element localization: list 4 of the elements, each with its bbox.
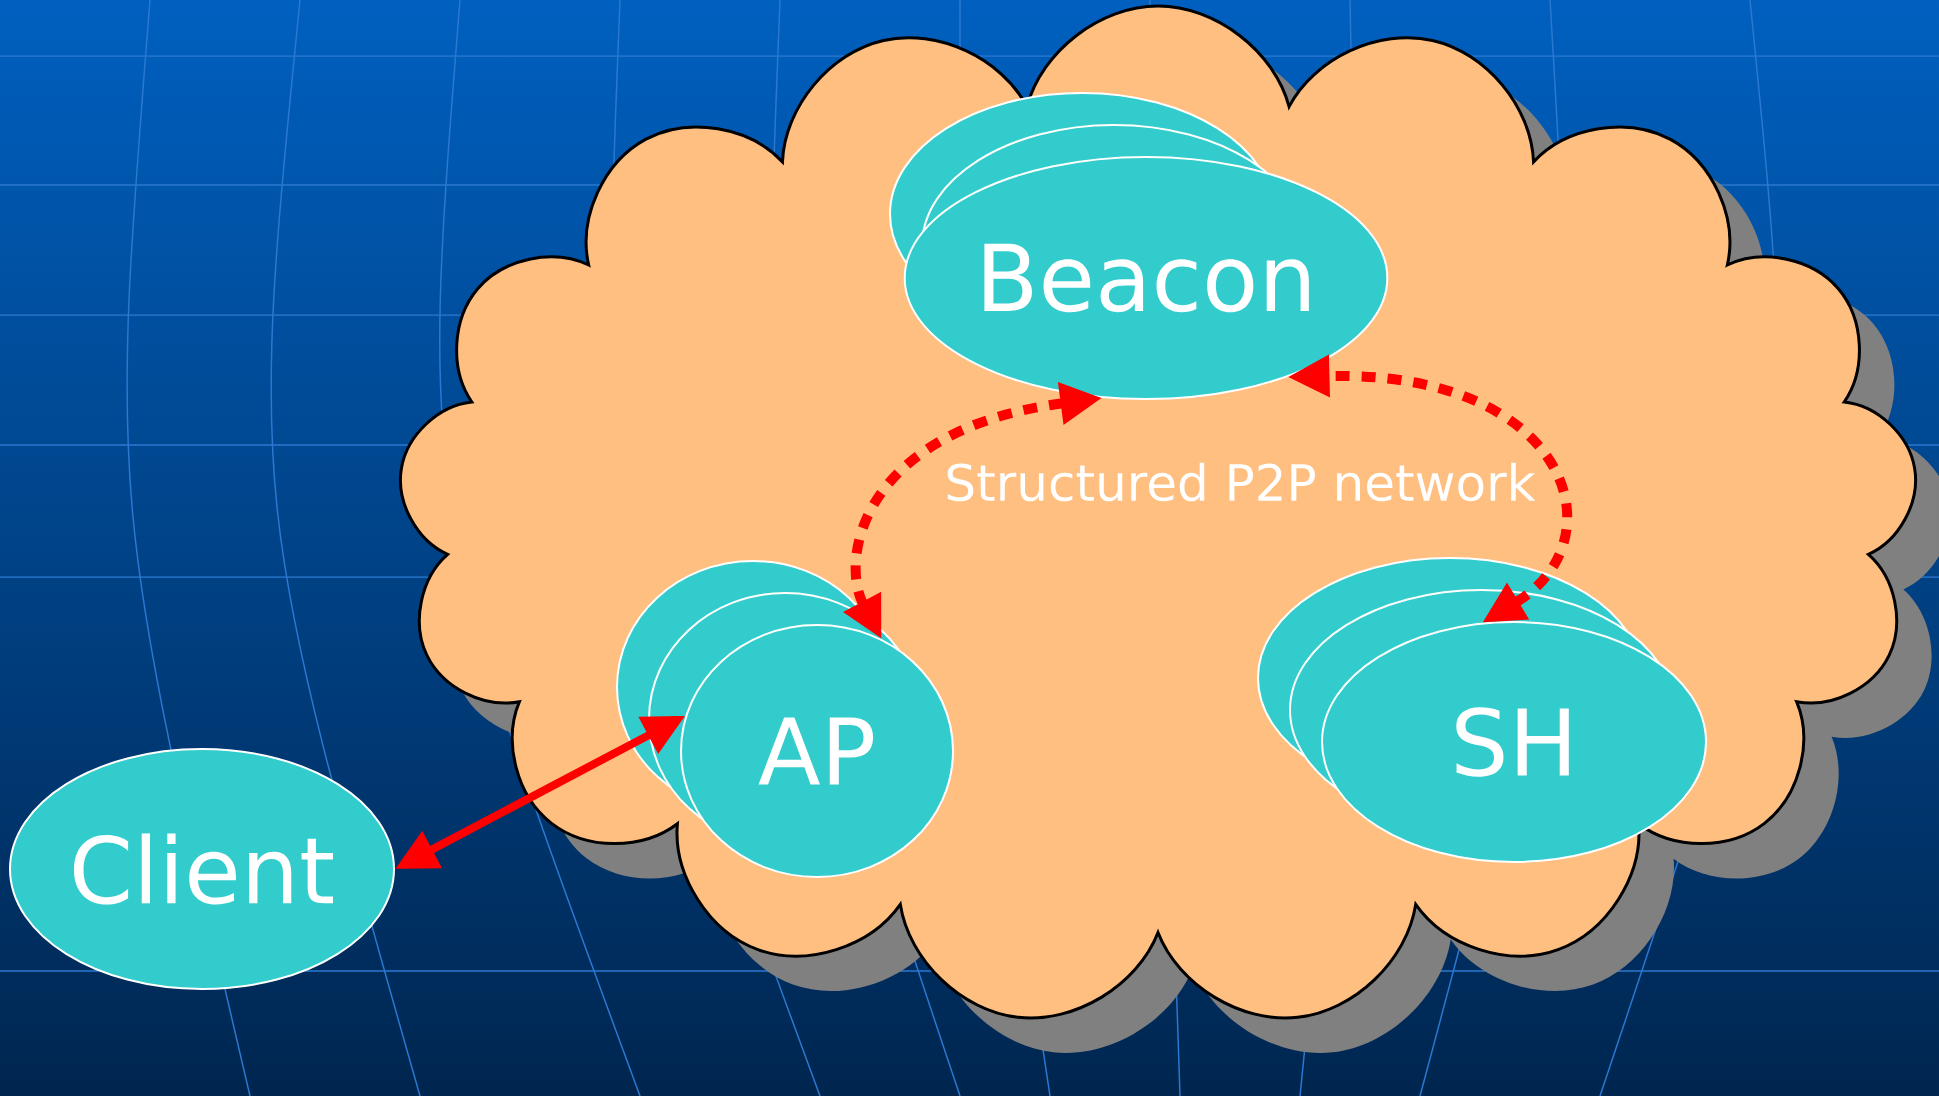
ellipse-node: Beacon bbox=[889, 92, 1389, 400]
ellipse-node: AP bbox=[616, 560, 954, 878]
ellipse-node: SH bbox=[1257, 557, 1707, 863]
ellipse-node: Client bbox=[9, 748, 395, 990]
